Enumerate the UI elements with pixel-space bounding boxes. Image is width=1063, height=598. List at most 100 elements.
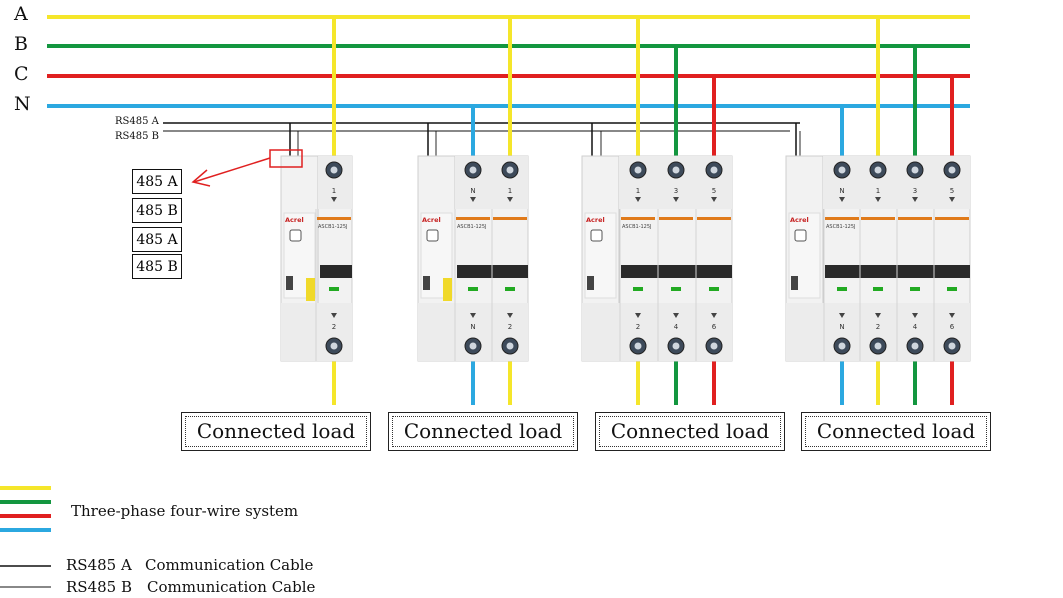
yellow-lever [443,278,452,301]
orange-stripe [456,217,490,220]
green-indicator [329,287,339,291]
green-indicator [468,287,478,291]
terminal-485b-2: 485 B [132,254,182,279]
bus-label-c: C [14,63,29,85]
orange-stripe [659,217,693,220]
green-indicator [633,287,643,291]
top-pole-label: 1 [508,187,512,195]
load-label-4: Connected load [805,416,987,447]
top-pole-label: N [470,187,475,195]
load-label-1: Connected load [185,416,367,447]
top-screw-center [710,166,718,174]
top-terminal-band [455,156,528,209]
top-screw-center [330,166,338,174]
bottom-pole-label: N [470,323,475,331]
brand-logo: Acrel [586,216,605,224]
top-arrow [635,197,641,202]
load-box-2: Connected load [388,412,578,451]
bottom-pole-label: 6 [712,323,717,331]
bottom-pole-label: 2 [508,323,512,331]
bottom-screw-center [634,342,642,350]
bottom-pole-label: N [839,323,844,331]
legend-rs485b-desc: Communication Cable [147,578,316,596]
brand-logo: Acrel [422,216,441,224]
orange-stripe [317,217,351,220]
bottom-terminal-band [582,303,732,361]
control-button [590,229,603,242]
top-arrow [949,197,955,202]
model-label: ASCB1-125J [318,224,348,230]
bottom-screw-center [710,342,718,350]
orange-stripe [493,217,527,220]
bottom-arrow [711,313,717,318]
orange-stripe [697,217,731,220]
control-button [289,229,302,242]
top-arrow [711,197,717,202]
orange-stripe [935,217,969,220]
bottom-screw-center [330,342,338,350]
wires-layer [47,15,970,405]
rs485-a-label: RS485 A [115,116,159,127]
top-arrow [470,197,476,202]
load-box-3: Connected load [595,412,785,451]
load-label-3: Connected load [599,416,781,447]
top-pole-label: 3 [674,187,678,195]
orange-stripe [861,217,895,220]
bottom-arrow [949,313,955,318]
top-screw-center [838,166,846,174]
pointer-arrow [191,149,303,187]
bottom-arrow [470,313,476,318]
green-indicator [910,287,920,291]
bus-label-n: N [14,93,31,115]
bus-label-b: B [14,33,28,55]
bottom-arrow [635,313,641,318]
top-arrow [673,197,679,202]
bottom-screw-center [948,342,956,350]
green-indicator [837,287,847,291]
legend-lines [0,486,51,588]
top-pole-label: 3 [913,187,917,195]
top-arrow [839,197,845,202]
top-screw-center [948,166,956,174]
bus-label-a: A [14,3,28,25]
bottom-pole-label: 4 [674,323,679,331]
legend-rs485a-desc: Communication Cable [145,556,314,574]
yellow-lever [306,278,315,301]
green-indicator [505,287,515,291]
bottom-screw-center [672,342,680,350]
top-pole-label: 1 [636,187,640,195]
bottom-arrow [839,313,845,318]
top-screw-center [506,166,514,174]
bottom-pole-label: 2 [636,323,640,331]
control-switch [286,276,293,290]
green-indicator [671,287,681,291]
green-indicator [947,287,957,291]
terminal-485a-1: 485 A [132,169,182,194]
bottom-arrow [912,313,918,318]
load-label-2: Connected load [392,416,574,447]
bottom-pole-label: 2 [332,323,336,331]
bottom-pole-label: 2 [876,323,880,331]
bottom-pole-label: 4 [913,323,918,331]
model-label: ASCB1-125J [826,224,856,230]
control-switch [423,276,430,290]
orange-stripe [621,217,655,220]
bottom-screw-center [838,342,846,350]
control-switch [791,276,798,290]
top-screw-center [672,166,680,174]
top-pole-label: N [839,187,844,195]
bottom-screw-center [911,342,919,350]
legend-rs485a-label: RS485 A [66,556,132,574]
brand-logo: Acrel [790,216,809,224]
top-pole-label: 5 [950,187,954,195]
terminal-485b-1: 485 B [132,198,182,223]
control-button [794,229,807,242]
control-switch [587,276,594,290]
top-screw-center [634,166,642,174]
model-label: ASCB1-125J [622,224,652,230]
top-pole-label: 1 [332,187,336,195]
